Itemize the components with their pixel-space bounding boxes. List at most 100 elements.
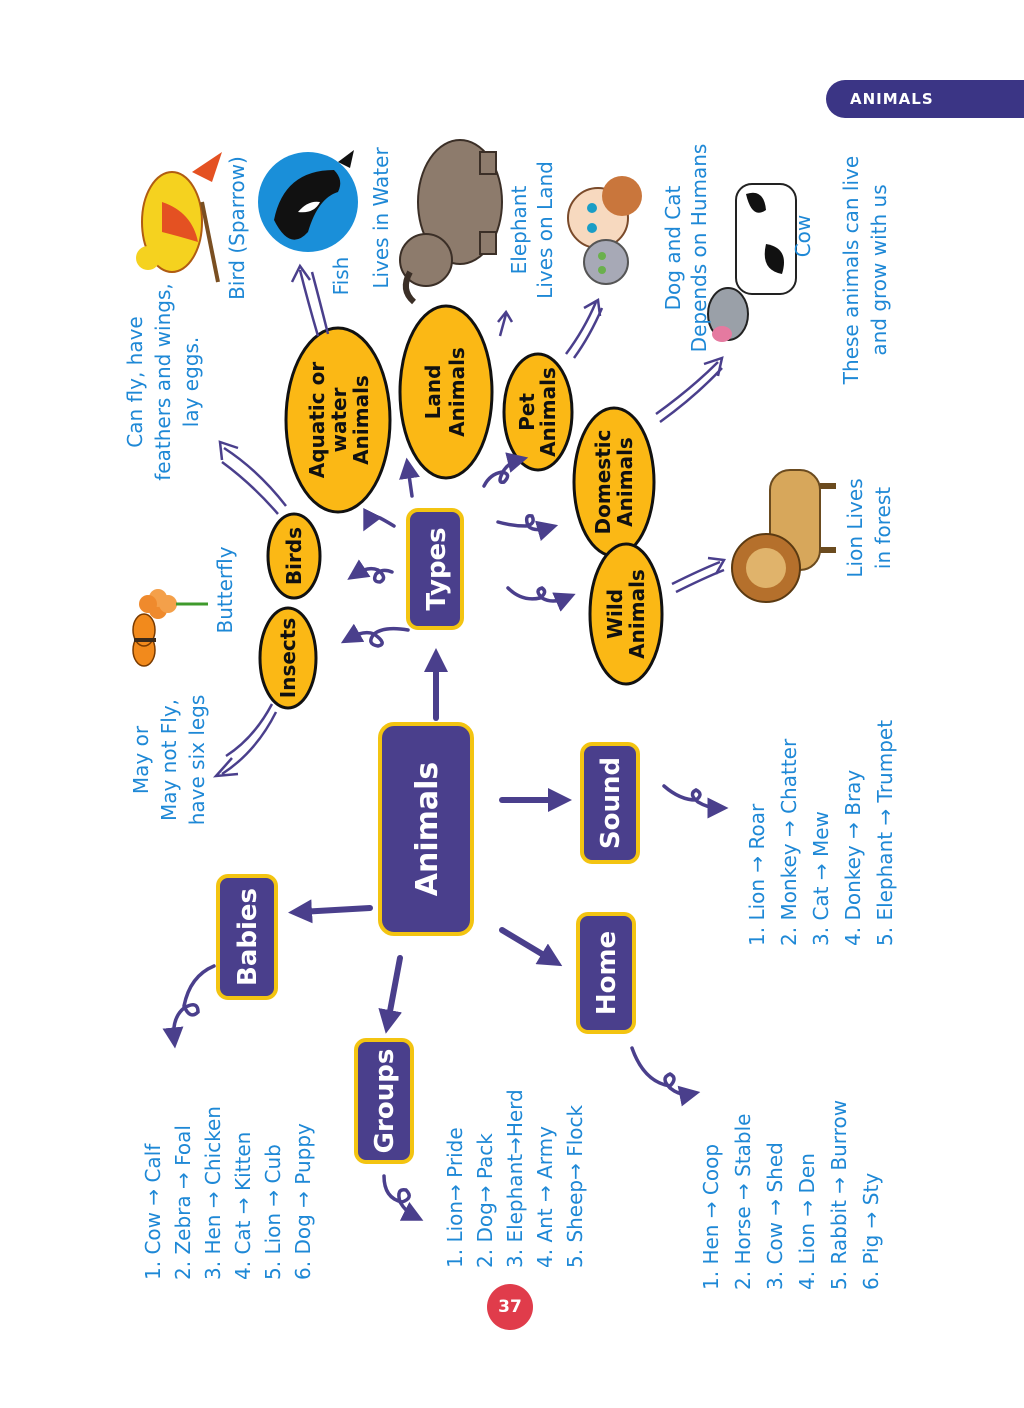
hollow-arrow-domestic xyxy=(655,356,724,416)
oval-insects-label: Insects xyxy=(276,618,300,698)
arrow-to-groups xyxy=(378,955,403,1034)
oval-birds: Birds xyxy=(266,512,322,600)
oval-domestic-line1: Domestic xyxy=(591,430,615,535)
oval-pet: Pet Animals xyxy=(502,352,574,472)
note-insects-line1: May or xyxy=(129,725,153,794)
elephant-icon xyxy=(399,139,503,305)
list-item: 5. Rabbit → Burrow xyxy=(827,1100,851,1290)
list-item: 3. Cow → Shed xyxy=(763,1142,787,1290)
oval-insects: Insects xyxy=(258,606,318,710)
section-tab-label: ANIMALS xyxy=(850,90,934,108)
oval-pet-line1: Pet xyxy=(515,393,539,431)
curl-types-birds xyxy=(347,559,394,584)
note-fish: Fish xyxy=(329,257,353,296)
oval-birds-label: Birds xyxy=(282,527,306,585)
list-item: 2. Horse → Stable xyxy=(731,1114,755,1290)
list-item: 3. Elephant→Herd xyxy=(503,1089,527,1268)
hollow-arrow-wild xyxy=(671,556,727,586)
list-item: 6. Pig → Sty xyxy=(859,1173,883,1290)
list-home: 1. Hen → Coop 2. Horse → Stable 3. Cow →… xyxy=(699,1100,883,1290)
curl-types-wild xyxy=(506,586,576,612)
note-domestic-line2: and grow with us xyxy=(867,184,891,355)
note-insects-line3: have six legs xyxy=(185,695,209,826)
section-tab: ANIMALS xyxy=(826,80,1024,118)
oval-aquatic: Aquatic or water Animals xyxy=(284,326,392,514)
note-domestic-line1: These animals can live xyxy=(839,156,863,385)
oval-wild: Wild Animals xyxy=(588,542,664,686)
hollow-arrow-insects xyxy=(212,711,278,778)
list-item: 5. Sheep→ Flock xyxy=(563,1104,587,1268)
orca-icon xyxy=(258,150,358,252)
note-lives-in-water: Lives in Water xyxy=(369,147,393,289)
hollow-arrow-insects-edge xyxy=(225,703,274,758)
note-insects-line2: May not Fly, xyxy=(157,699,181,821)
lion-icon xyxy=(731,469,836,603)
list-item: 2. Monkey → Chatter xyxy=(777,738,801,946)
category-sound-label: Sound xyxy=(596,757,626,849)
dog-cat-icon xyxy=(567,176,642,285)
oval-domestic-line2: Animals xyxy=(613,437,637,527)
sparrow-icon xyxy=(136,152,222,283)
hollow-arrow-aquatic xyxy=(290,263,320,337)
note-lion: Lion Lives in forest xyxy=(843,478,895,577)
list-item: 3. Cat → Mew xyxy=(809,811,833,946)
curl-sound-list xyxy=(662,784,729,819)
note-birds-line1: Can fly, have xyxy=(123,316,147,447)
note-lion-line2: in forest xyxy=(871,487,895,569)
hollow-arrow-birds xyxy=(218,440,287,507)
note-dog-cat-line2: Depends on Humans xyxy=(687,144,711,353)
central-node: Animals xyxy=(378,722,474,936)
oval-land: Land Animals xyxy=(398,304,494,480)
note-birds: Can fly, have feathers and wings, lay eg… xyxy=(123,283,203,480)
central-label: Animals xyxy=(410,762,445,897)
cow-icon xyxy=(707,183,797,342)
list-item: 5. Elephant → Trumpet xyxy=(873,720,897,946)
list-item: 1. Lion→ Pride xyxy=(443,1127,467,1268)
oval-land-line2: Animals xyxy=(445,347,469,437)
list-item: 4. Ant → Army xyxy=(533,1126,557,1268)
hollow-arrow-wild-edge xyxy=(675,568,725,594)
hollow-arrow-birds-edge xyxy=(221,460,279,515)
oval-aquatic-line2: water xyxy=(327,387,351,452)
list-item: 4. Cat → Kitten xyxy=(231,1132,255,1280)
curl-babies-list xyxy=(162,964,216,1049)
curl-types-land xyxy=(399,457,420,498)
note-dog-cat: Dog and Cat Depends on Humans xyxy=(661,144,711,353)
category-types-label: Types xyxy=(422,527,452,610)
list-item: 4. Lion → Den xyxy=(795,1153,819,1290)
list-item: 1. Lion → Roar xyxy=(745,803,769,946)
list-item: 3. Hen → Chicken xyxy=(201,1106,225,1280)
note-butterfly: Butterfly xyxy=(213,546,237,633)
note-insects: May or May not Fly, have six legs xyxy=(129,695,209,826)
arrow-to-home xyxy=(499,927,563,967)
oval-wild-line1: Wild xyxy=(603,589,627,639)
note-dog-cat-line1: Dog and Cat xyxy=(661,185,685,310)
category-sound: Sound xyxy=(580,742,640,864)
note-domestic: These animals can live and grow with us xyxy=(839,156,891,385)
note-elephant-line2: Lives on Land xyxy=(533,161,557,299)
category-groups: Groups xyxy=(354,1038,414,1164)
curl-home-list xyxy=(630,1046,701,1107)
page-number-badge: 37 xyxy=(487,1284,533,1330)
hollow-arrow-land xyxy=(497,309,514,337)
note-birds-line2: feathers and wings, xyxy=(151,283,175,480)
curl-groups-list xyxy=(382,1174,424,1221)
oval-domestic: Domestic Animals xyxy=(572,406,656,558)
category-home: Home xyxy=(576,912,636,1034)
category-groups-label: Groups xyxy=(370,1049,400,1154)
list-item: 5. Lion → Cub xyxy=(261,1144,285,1280)
hollow-arrow-aquatic-edge xyxy=(310,271,330,335)
note-elephant: Elephant Lives on Land xyxy=(507,161,557,299)
hollow-arrow-pet xyxy=(564,297,602,355)
curl-types-insects xyxy=(340,623,410,648)
list-item: 2. Dog→ Pack xyxy=(473,1133,497,1268)
list-item: 4. Donkey → Bray xyxy=(841,770,865,946)
note-elephant-line1: Elephant xyxy=(507,186,531,275)
list-item: 2. Zebra → Foal xyxy=(171,1125,195,1280)
arrow-to-babies xyxy=(288,899,373,924)
curl-types-aquatic xyxy=(363,507,396,532)
oval-wild-line2: Animals xyxy=(625,569,649,659)
curl-types-domestic xyxy=(496,513,559,541)
note-birds-line3: lay eggs. xyxy=(179,337,203,427)
